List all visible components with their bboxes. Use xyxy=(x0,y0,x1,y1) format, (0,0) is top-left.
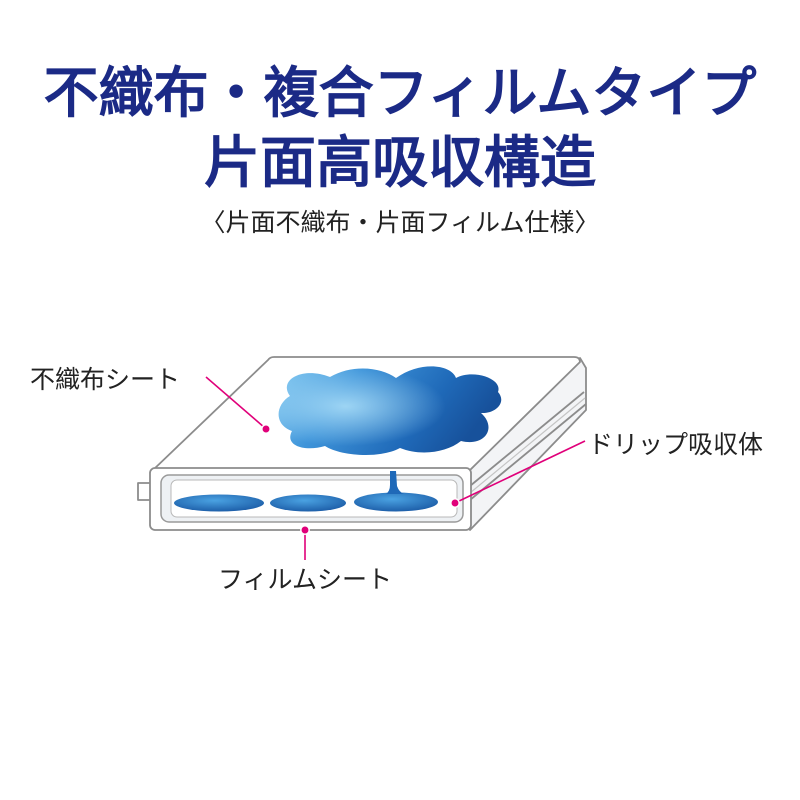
absorbed-liquid-2 xyxy=(270,494,346,512)
callout-film-sheet: フィルムシート xyxy=(218,525,392,594)
title-line-2: 片面高吸収構造 xyxy=(204,131,596,196)
leader-line-nonwoven-sheet xyxy=(205,376,266,429)
leader-dot-drip-absorber xyxy=(450,498,460,508)
label-nonwoven-sheet: 不織布シート xyxy=(30,365,180,394)
callout-drip-absorber: ドリップ吸収体 xyxy=(450,430,763,508)
absorbed-liquid-3 xyxy=(354,492,438,512)
leader-line-drip-absorber xyxy=(456,440,586,503)
leader-dot-film-sheet xyxy=(300,525,310,535)
film-flange-side-lower xyxy=(469,403,587,501)
subtitle: 〈片面不織布・片面フィルム仕様〉 xyxy=(200,208,599,237)
title-line-1: 不織布・複合フィルムタイプ xyxy=(44,61,757,125)
leader-dot-nonwoven-sheet xyxy=(261,424,271,434)
label-drip-absorber: ドリップ吸収体 xyxy=(588,430,763,459)
callout-nonwoven-sheet: 不織布シート xyxy=(30,365,271,434)
film-flange-side-upper xyxy=(469,391,585,487)
label-film-sheet: フィルムシート xyxy=(218,565,392,594)
drip-stream xyxy=(386,471,404,494)
absorbed-liquid-1 xyxy=(174,494,264,512)
absorbent-pad-illustration xyxy=(137,356,587,531)
liquid-blob-highlight xyxy=(278,366,502,455)
film-flange-side-inner xyxy=(469,397,586,494)
